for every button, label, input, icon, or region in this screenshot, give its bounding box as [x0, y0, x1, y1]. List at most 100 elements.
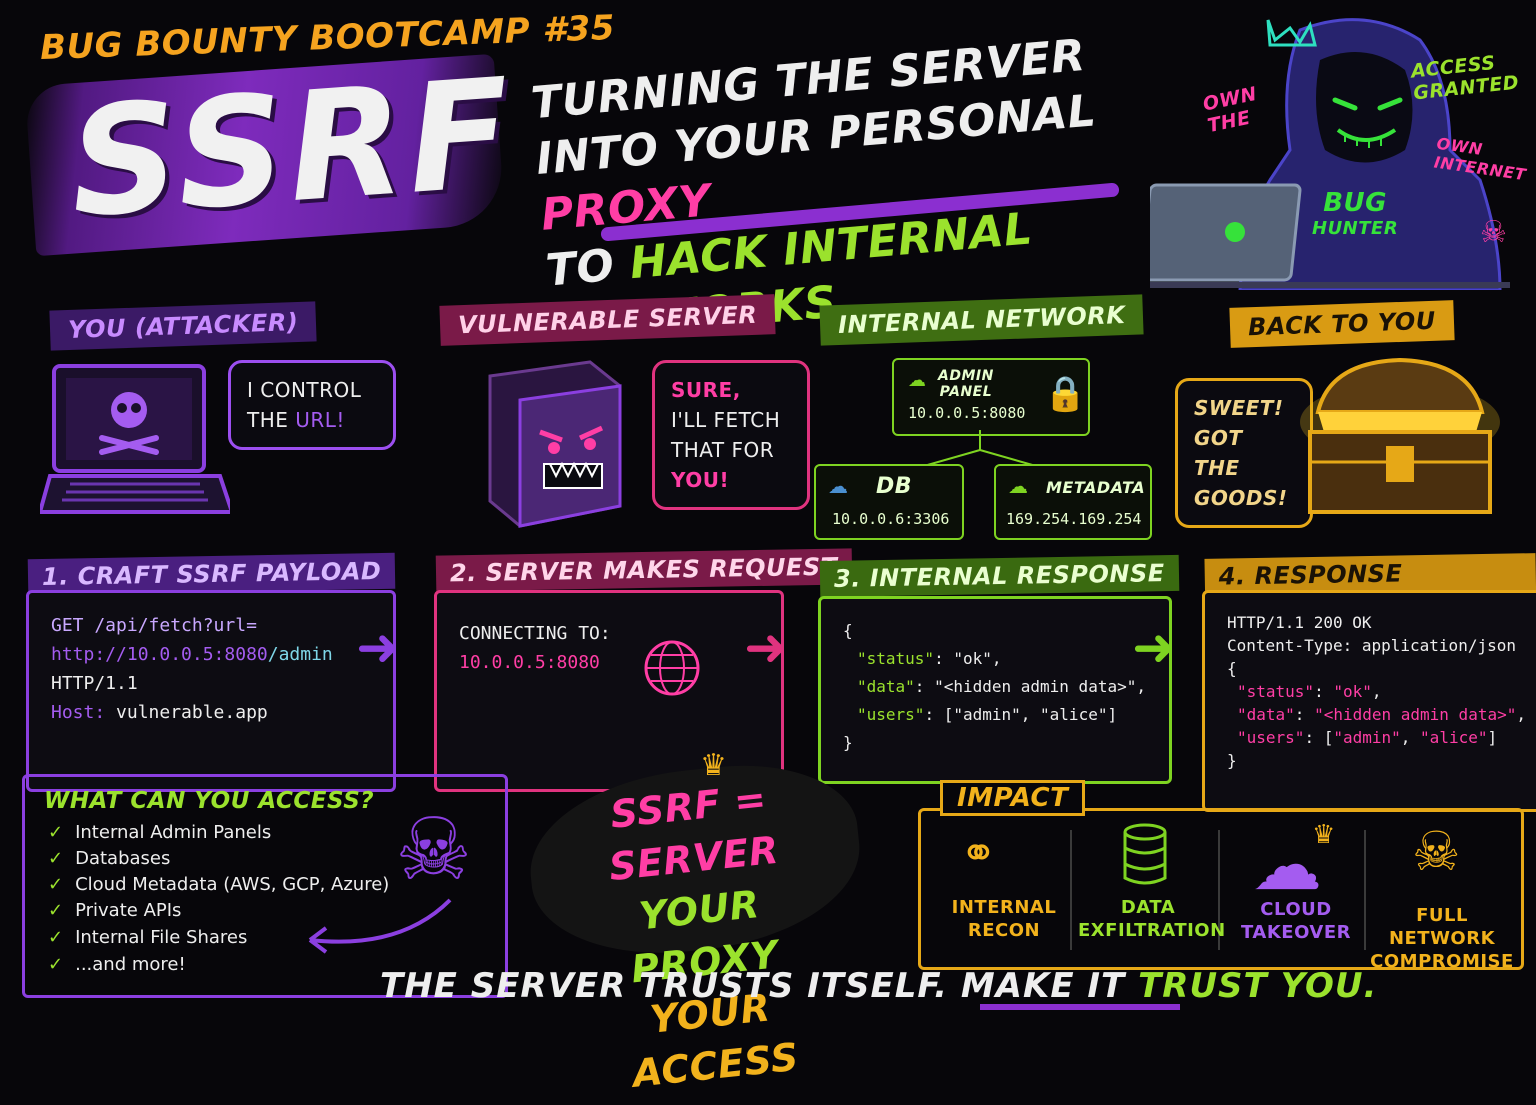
- footer-text: THE SERVER TRUSTS ITSELF. MAKE IT: [380, 966, 1139, 1006]
- db-label: DB: [876, 474, 913, 499]
- skull-laptop-icon: [40, 364, 230, 514]
- relayed-line-3: {: [1227, 659, 1237, 678]
- attacker-bubble-line-1: I CONTROL: [247, 378, 362, 402]
- binoculars-icon: ⚭: [960, 828, 997, 879]
- response-users-value: : ["admin", "alice"]: [924, 705, 1118, 724]
- treasure-chest-icon: [1300, 357, 1500, 514]
- cloud-icon: ☁: [1008, 474, 1028, 498]
- admin-panel-label-1: ADMIN: [938, 368, 994, 384]
- relayed-status-key: "status": [1237, 682, 1315, 701]
- access-item-label: Internal File Shares: [75, 927, 248, 948]
- back-bubble-line-1: SWEET!: [1194, 396, 1284, 420]
- relayed-user-alice: "alice": [1420, 728, 1488, 747]
- skull-icon: ☠: [1412, 820, 1461, 883]
- column-attacker-label: YOU (ATTACKER): [49, 301, 317, 351]
- list-item: ✓...and more!: [48, 954, 186, 975]
- access-item-label: Internal Admin Panels: [75, 822, 272, 843]
- admin-panel-ip: 10.0.0.5:8080: [908, 404, 1026, 422]
- db-node: ☁ DB 10.0.0.6:3306: [814, 464, 964, 540]
- relayed-comma: ,: [1371, 682, 1382, 701]
- access-item-label: Cloud Metadata (AWS, GCP, Azure): [75, 874, 390, 895]
- shirt-hunter: HUNTER: [1312, 218, 1399, 239]
- relayed-close: ]: [1487, 728, 1498, 747]
- step-2-title: 2. SERVER MAKES REQUEST: [435, 548, 852, 592]
- relayed-data-value: "<hidden admin data>": [1314, 705, 1517, 724]
- relayed-user-admin: "admin": [1333, 728, 1401, 747]
- curved-arrow-icon: [308, 898, 452, 954]
- hooded-hacker-icon: [1139, 18, 1510, 292]
- relayed-line-5: "data": "<hidden admin data>",: [1227, 703, 1533, 726]
- response-line-2: "status": "ok",: [843, 645, 1147, 673]
- relayed-sep: : [: [1304, 728, 1334, 747]
- attacker-speech-bubble: I CONTROL THE URL!: [228, 360, 396, 450]
- shirt-bug: BUG: [1323, 188, 1387, 218]
- access-title: WHAT CAN YOU ACCESS?: [44, 788, 375, 814]
- payload-line-2: http://10.0.0.5:8080/admin: [51, 640, 371, 669]
- response-line-4: "users": ["admin", "alice"]: [843, 701, 1147, 729]
- angry-server-icon: [488, 360, 622, 528]
- step-1-title: 1. CRAFT SSRF PAYLOAD: [27, 552, 396, 596]
- response-users-key: "users": [857, 705, 925, 724]
- request-line-2: 10.0.0.5:8080: [459, 652, 600, 673]
- slogan: SSRF = SERVER YOUR PROXY YOUR ACCESS: [556, 767, 847, 1104]
- access-item-label: Databases: [75, 848, 171, 869]
- impact-item-line-1: DATA: [1120, 897, 1176, 918]
- relayed-response-box: HTTP/1.1 200 OK Content-Type: applicatio…: [1202, 590, 1536, 812]
- impact-item-line-2: EXFILTRATION: [1078, 920, 1226, 941]
- back-bubble-line-3: GOODS!: [1194, 486, 1288, 510]
- relayed-line-6: "users": ["admin", "alice"]: [1227, 726, 1533, 749]
- arrow-right-icon: ➜: [1132, 618, 1176, 678]
- server-bubble-line-1: SURE,: [671, 378, 741, 402]
- cloud-icon: ☁: [828, 474, 848, 498]
- relayed-sep: ,: [1400, 728, 1421, 747]
- internal-response-box: { "status": "ok", "data": "<hidden admin…: [818, 596, 1172, 784]
- server-bubble-line-4: YOU!: [671, 468, 730, 492]
- impact-item-line-1: INTERNAL: [951, 897, 1057, 918]
- list-item: ✓Cloud Metadata (AWS, GCP, Azure): [48, 874, 390, 895]
- step-3-title: 3. INTERNAL RESPONSE: [819, 554, 1179, 598]
- relayed-sep: :: [1294, 705, 1315, 724]
- cloud-icon: ☁: [908, 370, 926, 391]
- response-line-3: "data": "<hidden admin data>",: [843, 673, 1147, 701]
- crown-icon: ♛: [700, 748, 727, 783]
- server-bubble-line-2: I'LL FETCH: [671, 408, 781, 432]
- metadata-ip: 169.254.169.254: [1006, 510, 1142, 528]
- impact-item-line-2: COMPROMISE: [1370, 951, 1514, 972]
- server-bubble-line-3: THAT FOR: [671, 438, 775, 462]
- payload-url: http://10.0.0.5:8080: [51, 644, 268, 665]
- column-back-label: BACK TO YOU: [1229, 300, 1455, 348]
- response-status-value: : "ok",: [934, 649, 1002, 668]
- relayed-comma: ,: [1516, 705, 1526, 724]
- response-status-key: "status": [857, 649, 935, 668]
- server-speech-bubble: SURE, I'LL FETCH THAT FOR YOU!: [652, 360, 810, 510]
- response-line-1: {: [843, 621, 853, 640]
- back-bubble-line-2: GOT THE: [1194, 426, 1243, 480]
- tagline-line-3-text: TO: [543, 238, 633, 297]
- access-panel: [22, 774, 508, 998]
- response-data-value: : "<hidden admin data>",: [914, 677, 1146, 696]
- skull-crossbones-icon: ☠: [395, 800, 473, 900]
- request-code-box: CONNECTING TO: 10.0.0.5:8080: [434, 590, 784, 792]
- arrow-right-icon: ➜: [356, 618, 400, 678]
- crown-cloud-icon: ☁: [1252, 824, 1322, 906]
- payload-path: /admin: [267, 644, 333, 665]
- impact-title: IMPACT: [940, 780, 1086, 816]
- metadata-node: ☁ METADATA 169.254.169.254: [994, 464, 1152, 540]
- footer-underline: [980, 1004, 1180, 1010]
- payload-line-3: HTTP/1.1: [51, 673, 138, 694]
- relayed-line-2: Content-Type: application/json: [1227, 636, 1516, 655]
- db-ip: 10.0.0.6:3306: [832, 510, 950, 528]
- impact-item-line-1: CLOUD: [1260, 899, 1332, 920]
- impact-item-line-2: TAKEOVER: [1241, 922, 1351, 943]
- footer-highlight: TRUST YOU.: [1138, 966, 1378, 1006]
- crown-icon: ♛: [1312, 820, 1336, 850]
- payload-host-key: Host:: [51, 702, 106, 723]
- relayed-line-4: "status": "ok",: [1227, 680, 1533, 703]
- payload-code-box: GET /api/fetch?url= http://10.0.0.5:8080…: [26, 590, 396, 792]
- payload-line-1: GET /api/fetch?url=: [51, 615, 257, 636]
- payload-line-4: Host: vulnerable.app: [51, 698, 371, 727]
